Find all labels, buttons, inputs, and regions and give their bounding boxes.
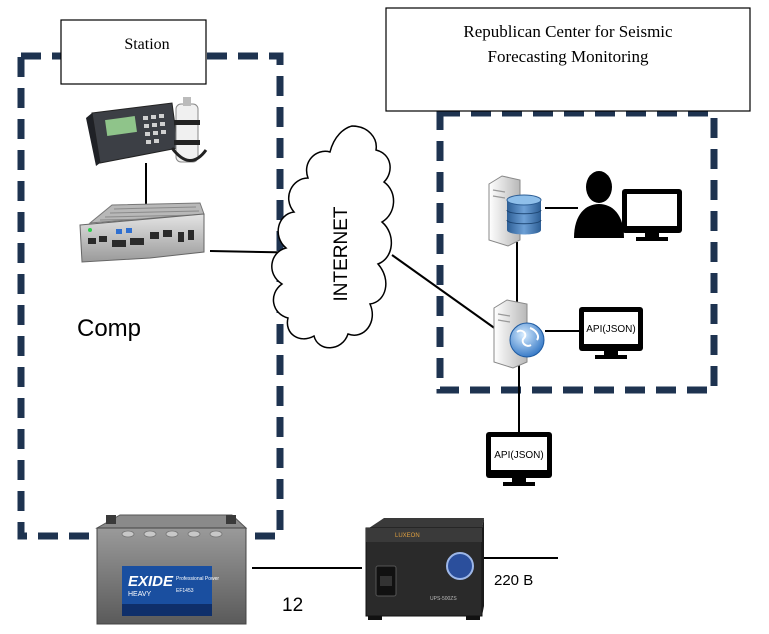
- connections: [145, 163, 580, 569]
- api-monitor-inner-label: API(JSON): [586, 324, 635, 335]
- center-title-line2: Forecasting Monitoring: [487, 47, 649, 66]
- battery-tagline: Professional Power: [176, 576, 219, 582]
- internet-label: INTERNET: [331, 206, 352, 301]
- battery-brand: EXIDE: [128, 573, 174, 590]
- ups-icon: LUXEON UPS-500ZS: [365, 518, 484, 620]
- computer-icon: [79, 202, 205, 263]
- database-server-icon: [488, 175, 542, 247]
- battery-voltage-label: 12: [282, 595, 303, 616]
- user-icon: [574, 171, 624, 238]
- api-monitor-outer-label: API(JSON): [494, 450, 543, 461]
- center-boundary: [436, 109, 718, 394]
- seismic-recorder-icon: [86, 97, 208, 166]
- battery-model: EF1453: [176, 588, 194, 594]
- api-monitor-outer: API(JSON): [486, 432, 552, 486]
- center-title-box: Republican Center for Seismic Forecastin…: [385, 7, 751, 112]
- battery-line: HEAVY: [128, 591, 152, 598]
- web-server-icon: [493, 299, 545, 369]
- ups-brand: LUXEON: [395, 533, 420, 539]
- computer-label: Comp: [77, 315, 141, 342]
- ups-model: UPS-500ZS: [430, 596, 457, 602]
- workstation-monitor-icon: [622, 189, 682, 241]
- center-title-line1: Republican Center for Seismic: [463, 22, 673, 41]
- station-title-box: Station: [60, 19, 207, 85]
- mains-voltage-label: 220 В: [494, 572, 533, 589]
- api-monitor-inner: API(JSON): [579, 307, 643, 359]
- station-title: Station: [124, 36, 169, 53]
- internet-cloud-icon: INTERNET: [271, 125, 395, 349]
- battery-icon: EXIDE HEAVY Professional Power EF1453: [95, 514, 248, 625]
- link-internet-webserver: [391, 254, 501, 333]
